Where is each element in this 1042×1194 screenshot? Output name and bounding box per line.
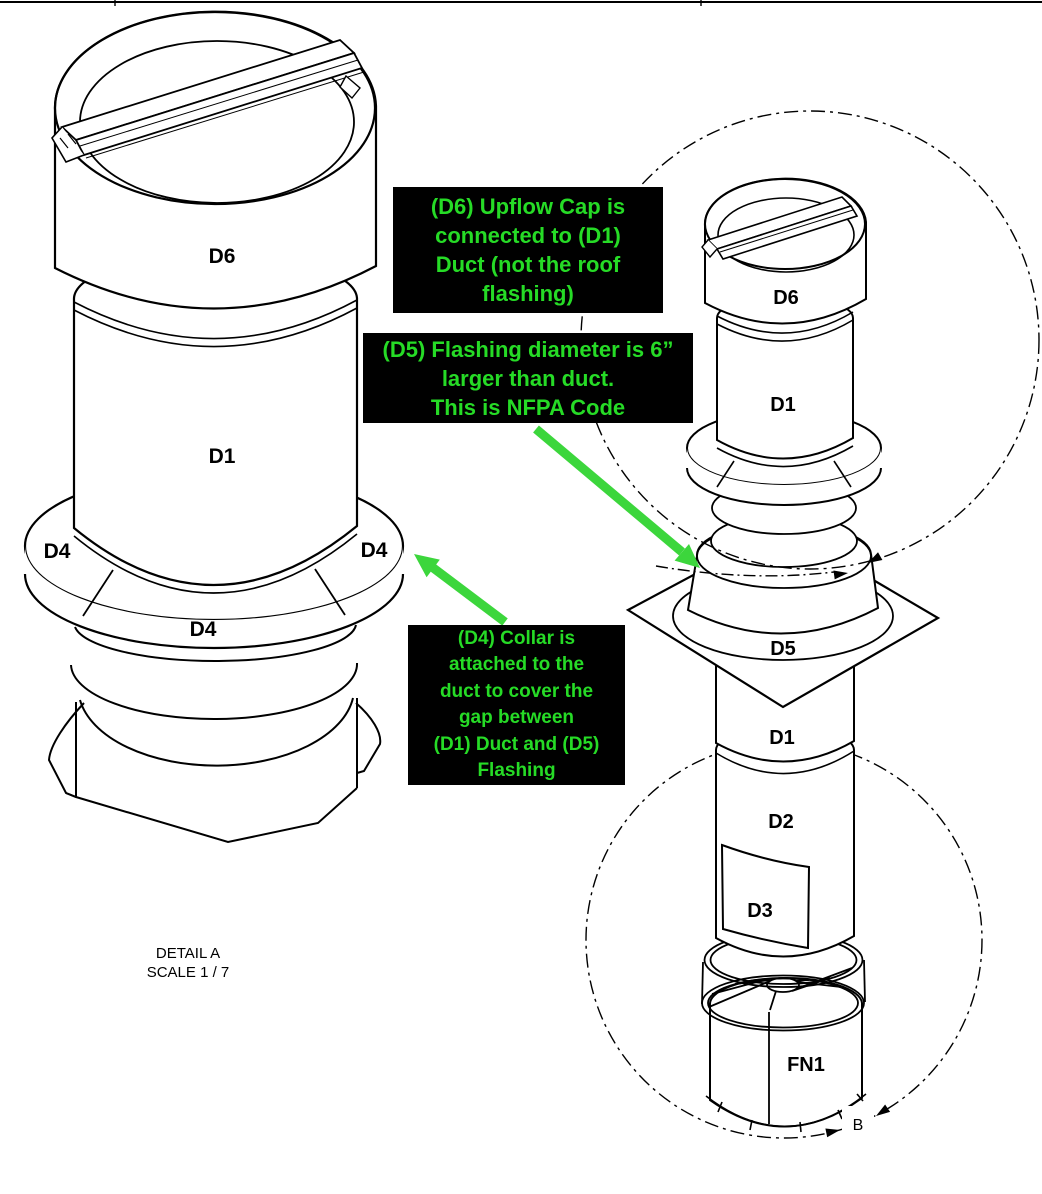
circle-b-arrowhead-left bbox=[825, 1128, 840, 1138]
label-d1-upper-right: D1 bbox=[770, 394, 796, 416]
annotation-line: larger than duct. bbox=[441, 365, 615, 391]
annotation-line: (D4) Collar is bbox=[457, 627, 576, 649]
label-fn1: FN1 bbox=[787, 1054, 825, 1076]
arrow-d4-shaft bbox=[429, 563, 508, 626]
annotation-line: (D6) Upflow Cap is bbox=[430, 194, 626, 219]
annotation-line: connected to (D1) bbox=[435, 223, 621, 248]
upflow-cap-right bbox=[701, 177, 867, 342]
annotation-line: attached to the bbox=[448, 654, 585, 675]
circle-a-arrowhead-left bbox=[833, 570, 848, 580]
flashing-base-left bbox=[47, 698, 382, 844]
label-d1-middle-right: D1 bbox=[769, 727, 795, 749]
annotation-line: gap between bbox=[458, 707, 575, 728]
label-d2: D2 bbox=[768, 811, 794, 833]
detail-title-block: DETAIL A SCALE 1 / 7 bbox=[147, 945, 230, 981]
cap-handle-left bbox=[51, 38, 365, 163]
left-assembly bbox=[23, 10, 405, 844]
label-d4-left: D4 bbox=[44, 540, 71, 563]
circle-b-arrowhead-right bbox=[876, 1104, 891, 1116]
label-d6-right: D6 bbox=[773, 287, 799, 309]
circle-b-arrowheads bbox=[825, 1104, 891, 1138]
green-arrows bbox=[414, 425, 700, 626]
label-d4-right: D4 bbox=[361, 539, 388, 562]
annotation-line: flashing) bbox=[482, 281, 574, 306]
annotation-line: (D5) Flashing diameter is 6” bbox=[382, 336, 674, 362]
label-d4-front: D4 bbox=[190, 618, 217, 641]
annotation-d5-note: (D5) Flashing diameter is 6” larger than… bbox=[363, 333, 693, 423]
annotation-line: (D1) Duct and (D5) bbox=[433, 733, 600, 755]
annotation-line: Duct (not the roof bbox=[435, 252, 621, 277]
part-labels: D6 D1 D4 D4 D4 D6 D1 D5 D1 D2 D3 FN1 B bbox=[44, 245, 864, 1134]
detail-scale: SCALE 1 / 7 bbox=[147, 964, 230, 981]
annotation-line: This is NFPA Code bbox=[430, 394, 626, 420]
access-panel-d3-outline bbox=[720, 843, 811, 950]
label-d3: D3 bbox=[747, 900, 773, 922]
detail-circle-a bbox=[580, 110, 1040, 577]
circle-b-label-gap bbox=[842, 1106, 874, 1138]
storm-collar-left bbox=[70, 624, 359, 767]
annotation-d6-note: (D6) Upflow Cap is connected to (D1) Duc… bbox=[393, 187, 663, 313]
upflow-cap-left bbox=[51, 10, 378, 348]
label-d1-left: D1 bbox=[209, 445, 236, 468]
arrow-d4-head bbox=[414, 554, 440, 578]
annotation-d4-note: (D4) Collar is attached to the duct to c… bbox=[408, 625, 625, 785]
annotation-line: Flashing bbox=[477, 760, 556, 781]
label-d6-left: D6 bbox=[209, 245, 236, 268]
label-d5: D5 bbox=[770, 638, 796, 660]
sheet-border bbox=[0, 0, 1042, 6]
arrow-d5-head bbox=[674, 544, 700, 568]
detail-title: DETAIL A bbox=[156, 945, 220, 962]
detail-circle-arrowheads bbox=[833, 552, 883, 580]
label-detail-b: B bbox=[853, 1117, 864, 1134]
circle-a-arrowhead-right bbox=[868, 552, 883, 563]
detail-circle-b bbox=[585, 741, 983, 1139]
annotation-line: duct to cover the bbox=[439, 680, 594, 702]
arrow-d5-shaft bbox=[533, 425, 685, 556]
cap-handle-right bbox=[701, 196, 859, 260]
